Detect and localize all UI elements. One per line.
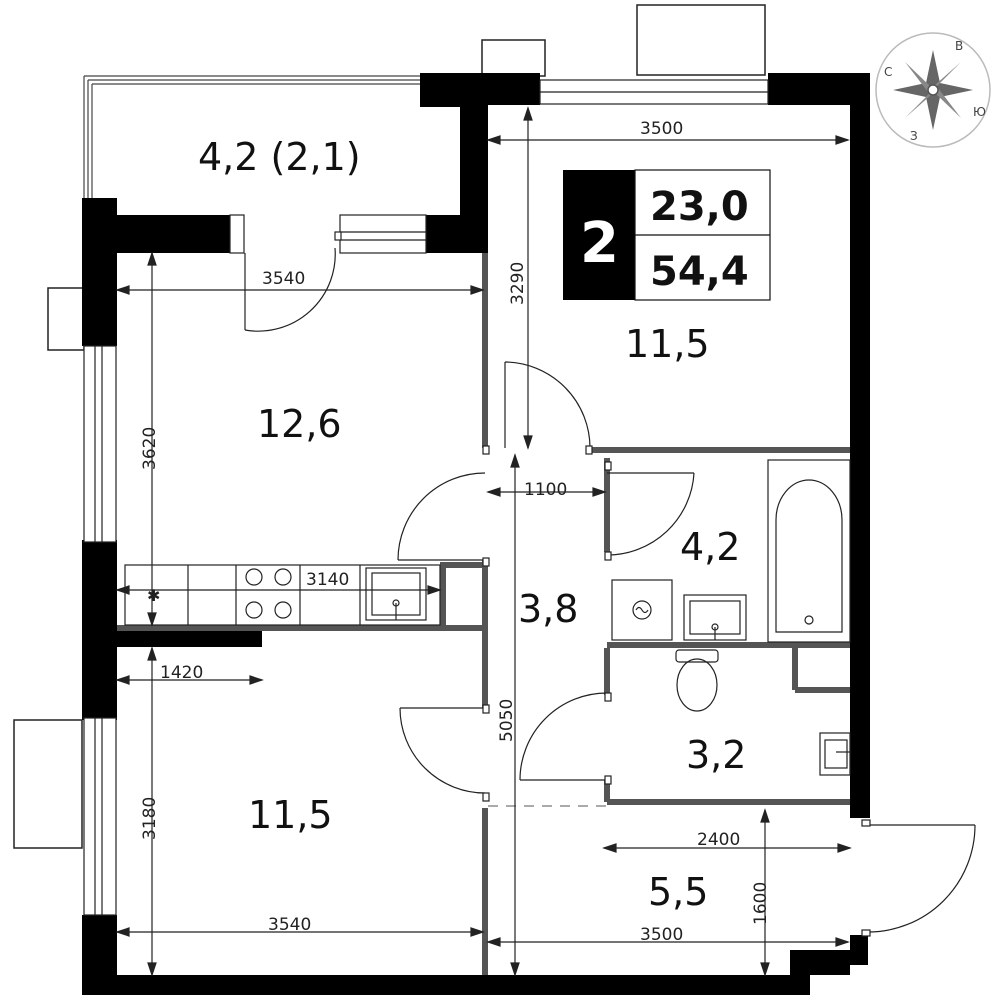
room-label-upper-right: 11,5 bbox=[625, 322, 710, 366]
wc-sink-icon bbox=[819, 732, 851, 776]
ac-unit-top-right bbox=[636, 4, 766, 76]
compass-icon: С В Ю З bbox=[875, 32, 991, 148]
windows bbox=[83, 79, 769, 916]
dim-1100: 1100 bbox=[524, 480, 567, 500]
interior-partitions bbox=[117, 253, 850, 975]
doors bbox=[244, 247, 976, 933]
stove-icon bbox=[245, 568, 292, 619]
room-label-bathroom: 4,2 bbox=[680, 525, 740, 569]
dim-3540-upper: 3540 bbox=[262, 269, 305, 289]
dim-3180: 3180 bbox=[140, 797, 160, 840]
ac-unit-left-lower bbox=[13, 719, 83, 849]
dim-3500-bottom: 3500 bbox=[640, 925, 683, 945]
compass-south-label: Ю bbox=[973, 105, 986, 119]
dim-3500-top: 3500 bbox=[640, 119, 683, 139]
compass-west-label: З bbox=[910, 129, 918, 143]
bathroom-sink-icon bbox=[683, 594, 747, 641]
ac-unit-top-left bbox=[481, 39, 546, 77]
door-jambs bbox=[334, 231, 871, 937]
compass-east-label: В bbox=[955, 39, 963, 53]
kitchen-sink-icon bbox=[365, 567, 427, 621]
dim-3140: 3140 bbox=[306, 570, 349, 590]
kitchen-asterisk-icon: ✱ bbox=[147, 586, 160, 605]
dim-1420: 1420 bbox=[160, 663, 203, 683]
room-label-kitchen: 12,6 bbox=[257, 402, 342, 446]
dimension-lines bbox=[115, 106, 852, 977]
ac-unit-left-upper bbox=[47, 287, 85, 351]
dim-3290: 3290 bbox=[508, 262, 528, 305]
room-label-hall-lower: 5,5 bbox=[648, 870, 708, 914]
kitchen-counter bbox=[124, 564, 441, 626]
room-label-balcony: 4,2 (2,1) bbox=[198, 135, 361, 179]
dim-2400: 2400 bbox=[697, 830, 740, 850]
bathtub-icon bbox=[767, 459, 851, 643]
dim-3620: 3620 bbox=[140, 427, 160, 470]
exterior-walls bbox=[82, 73, 870, 995]
dim-1600: 1600 bbox=[751, 882, 771, 925]
balcony-railing bbox=[83, 75, 422, 198]
washing-machine-icon bbox=[611, 579, 673, 641]
compass-north-label: С bbox=[884, 65, 892, 79]
dim-3540-lower: 3540 bbox=[268, 915, 311, 935]
badge-living-area: 23,0 bbox=[650, 184, 749, 230]
badge-total-area: 54,4 bbox=[650, 249, 749, 295]
toilet-icon bbox=[675, 649, 719, 712]
dim-5050: 5050 bbox=[497, 699, 517, 742]
room-label-lower-left: 11,5 bbox=[248, 793, 333, 837]
room-label-wc: 3,2 bbox=[686, 733, 746, 777]
badge-room-count: 2 bbox=[580, 211, 619, 276]
room-label-hallway: 3,8 bbox=[518, 587, 578, 631]
apartment-badge: 2 23,0 54,4 bbox=[563, 169, 771, 301]
